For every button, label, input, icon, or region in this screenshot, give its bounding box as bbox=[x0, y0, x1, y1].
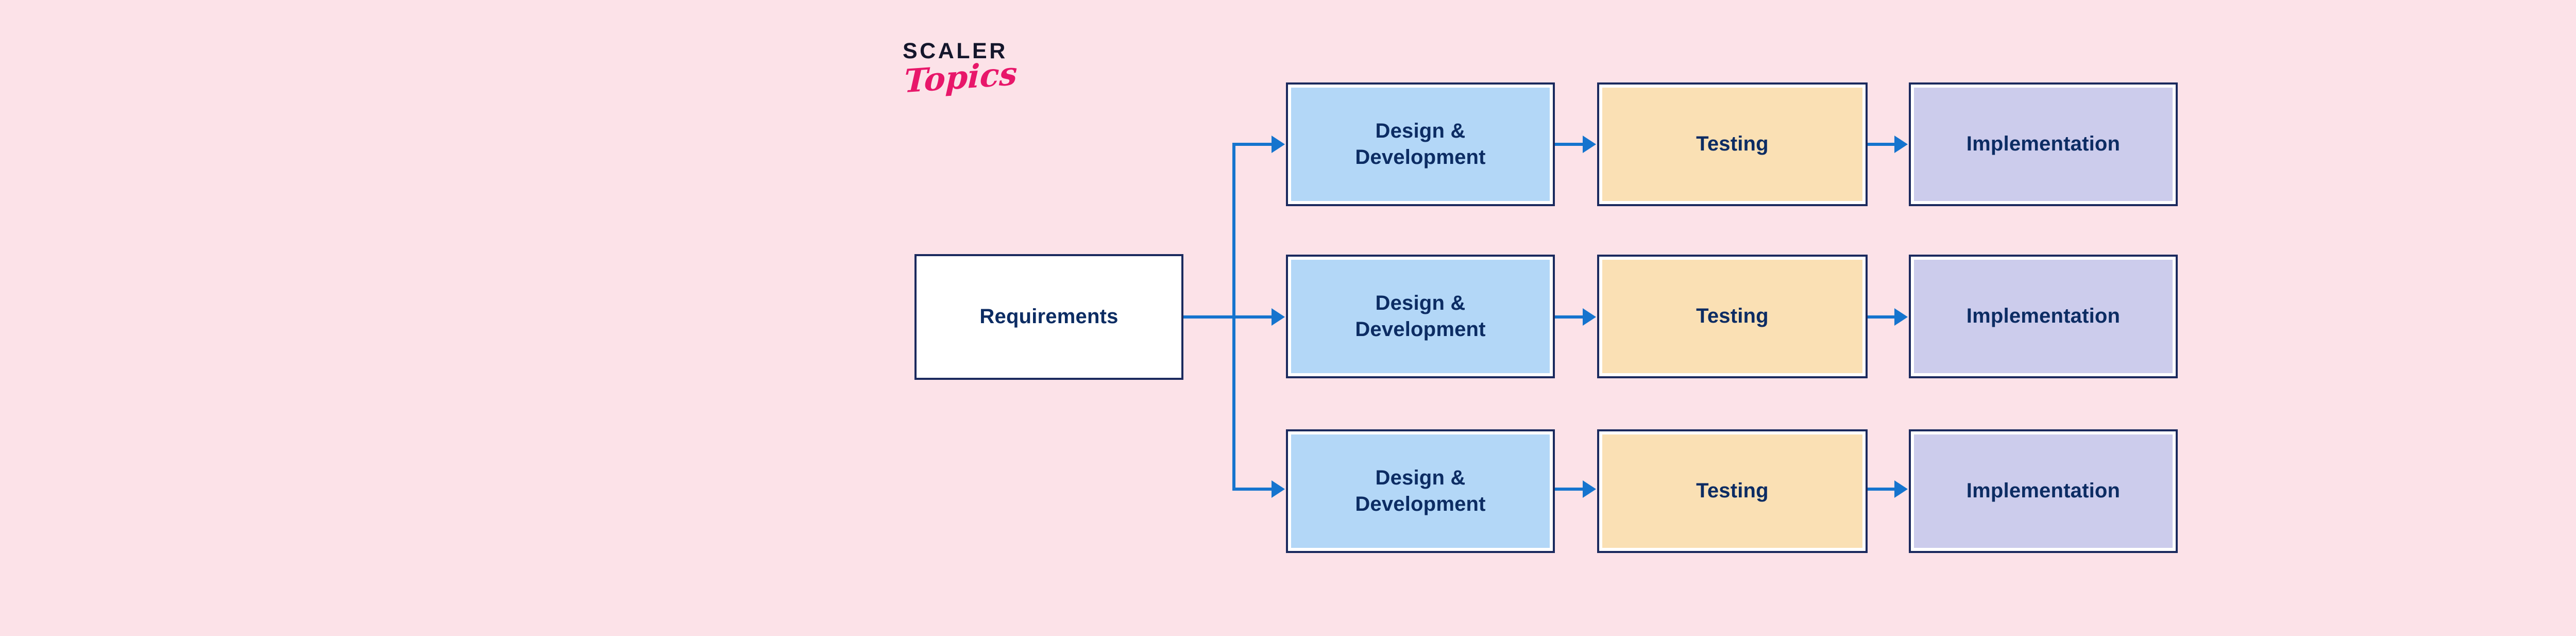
node-implementation-row3[interactable]: Implementation bbox=[1909, 429, 2178, 553]
node-design-development-row3-label: Design & Development bbox=[1355, 466, 1486, 515]
node-testing-row2[interactable]: Testing bbox=[1597, 255, 1868, 378]
node-testing-row1[interactable]: Testing bbox=[1597, 82, 1868, 206]
node-design-development-row3[interactable]: Design & Development bbox=[1286, 429, 1555, 553]
node-design-development-row2-label: Design & Development bbox=[1355, 291, 1486, 341]
node-requirements[interactable]: Requirements bbox=[914, 254, 1183, 380]
connector-branch-row1 bbox=[1232, 143, 1273, 146]
node-implementation-row1-label: Implementation bbox=[1966, 132, 2121, 156]
node-testing-row1-label: Testing bbox=[1696, 132, 1769, 156]
node-implementation-row1-body: Implementation bbox=[1914, 88, 2173, 201]
node-testing-row1-body: Testing bbox=[1602, 88, 1862, 201]
connector-branch-row2 bbox=[1232, 315, 1273, 319]
arrowhead-row3-testing-icon bbox=[1583, 480, 1596, 498]
node-design-development-row1-body: Design & Development bbox=[1291, 88, 1550, 201]
node-requirements-label: Requirements bbox=[979, 305, 1118, 328]
arrowhead-row2-implementation-icon bbox=[1894, 308, 1908, 326]
node-implementation-row2[interactable]: Implementation bbox=[1909, 255, 2178, 378]
node-testing-row3-body: Testing bbox=[1602, 434, 1862, 548]
arrowhead-branch-row2-icon bbox=[1272, 308, 1285, 326]
arrowhead-row1-implementation-icon bbox=[1894, 136, 1908, 153]
connector-branch-row3 bbox=[1232, 488, 1273, 491]
brand-tagline: Topics bbox=[903, 54, 1018, 101]
brand-name: SCALER bbox=[903, 39, 1008, 63]
node-testing-row3-label: Testing bbox=[1696, 479, 1769, 503]
arrowhead-row3-implementation-icon bbox=[1894, 480, 1908, 498]
connector-row1-testing-to-implementation bbox=[1868, 143, 1895, 146]
node-implementation-row2-label: Implementation bbox=[1966, 305, 2121, 328]
connector-row2-design-to-testing bbox=[1555, 315, 1584, 319]
connector-requirements-stem bbox=[1183, 315, 1235, 319]
arrowhead-branch-row1-icon bbox=[1272, 136, 1285, 153]
node-implementation-row3-label: Implementation bbox=[1966, 479, 2121, 503]
node-testing-row3[interactable]: Testing bbox=[1597, 429, 1868, 553]
connector-row3-design-to-testing bbox=[1555, 488, 1584, 491]
connector-row3-testing-to-implementation bbox=[1868, 488, 1895, 491]
node-implementation-row1[interactable]: Implementation bbox=[1909, 82, 2178, 206]
arrowhead-branch-row3-icon bbox=[1272, 480, 1285, 498]
node-design-development-row1-label: Design & Development bbox=[1355, 119, 1486, 169]
node-requirements-body: Requirements bbox=[917, 256, 1181, 378]
node-testing-row2-label: Testing bbox=[1696, 305, 1769, 328]
arrowhead-row2-testing-icon bbox=[1583, 308, 1596, 326]
node-design-development-row2[interactable]: Design & Development bbox=[1286, 255, 1555, 378]
connector-row2-testing-to-implementation bbox=[1868, 315, 1895, 319]
node-testing-row2-body: Testing bbox=[1602, 260, 1862, 373]
node-design-development-row3-body: Design & Development bbox=[1291, 434, 1550, 548]
node-implementation-row2-body: Implementation bbox=[1914, 260, 2173, 373]
connector-row1-design-to-testing bbox=[1555, 143, 1584, 146]
node-design-development-row2-body: Design & Development bbox=[1291, 260, 1550, 373]
node-design-development-row1[interactable]: Design & Development bbox=[1286, 82, 1555, 206]
node-implementation-row3-body: Implementation bbox=[1914, 434, 2173, 548]
scaler-topics-logo: SCALER Topics bbox=[903, 40, 1067, 133]
arrowhead-row1-testing-icon bbox=[1583, 136, 1596, 153]
